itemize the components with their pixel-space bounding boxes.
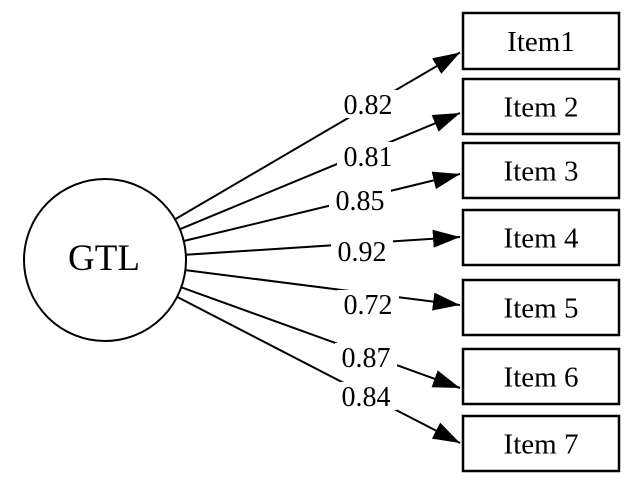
loading-value-item2: 0.81 (344, 142, 393, 173)
loading-arrow-item6 (180, 286, 461, 389)
loading-label-mask (331, 237, 393, 265)
loading-value-item7: 0.84 (342, 382, 391, 413)
loading-arrow-item3 (183, 171, 461, 242)
loading-arrow-item1 (174, 51, 461, 221)
loading-value-item3: 0.85 (336, 186, 385, 217)
item-label-6: Item 6 (504, 362, 579, 394)
loading-label-mask (329, 186, 391, 214)
loading-label-mask (337, 90, 399, 118)
item-box-3 (461, 141, 621, 200)
loading-value-item4: 0.92 (338, 237, 387, 268)
loading-label-mask (337, 142, 399, 170)
item-label-2: Item 2 (504, 92, 579, 124)
loading-arrow-item7 (176, 296, 461, 444)
item-label-5: Item 5 (504, 293, 579, 325)
loading-label-mask (335, 382, 397, 410)
item-box-4 (461, 208, 621, 267)
loading-arrow-item2 (179, 112, 461, 231)
latent-label: GTL (68, 238, 140, 279)
latent-circle (23, 178, 187, 342)
item-box-6 (461, 347, 621, 406)
loading-value-item6: 0.87 (342, 343, 391, 374)
item-box-2 (461, 77, 621, 136)
item-box-5 (461, 278, 621, 337)
item-box-7 (461, 414, 621, 473)
loading-arrow-item5 (185, 269, 461, 311)
item-box-1 (461, 11, 621, 71)
loading-label-mask (335, 343, 397, 371)
item-label-4: Item 4 (504, 223, 579, 255)
item-label-7: Item 7 (504, 429, 579, 461)
item-label-3: Item 3 (504, 156, 579, 188)
loading-value-item5: 0.72 (344, 290, 393, 321)
loading-arrow-item4 (185, 229, 461, 256)
item-label-1: Item1 (507, 26, 575, 58)
loading-label-mask (337, 290, 399, 318)
loading-value-item1: 0.82 (344, 90, 393, 121)
